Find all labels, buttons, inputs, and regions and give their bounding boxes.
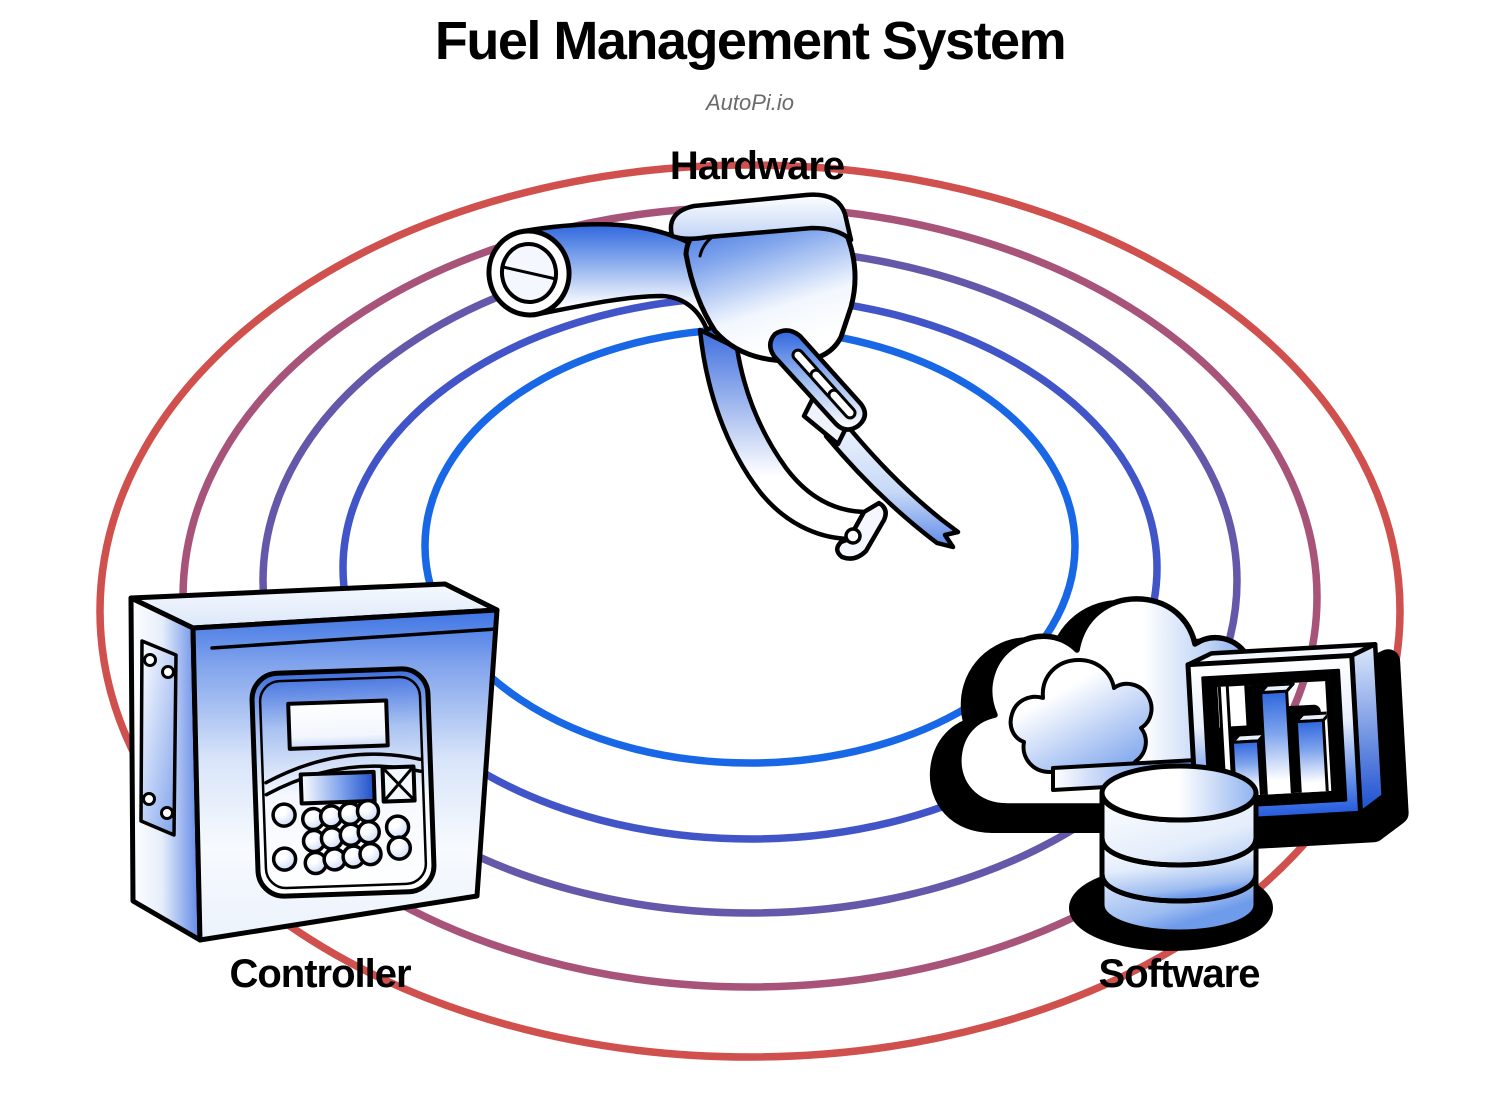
controller-cancel-button <box>380 764 417 804</box>
ring-1-outer <box>96 161 1404 1061</box>
controller-keypad-panel <box>249 666 437 899</box>
nozzle-guard-hook <box>835 500 888 561</box>
brand-subtitle: AutoPi.io <box>705 90 795 115</box>
label-software: Software <box>1098 952 1261 996</box>
controller-mount-bracket <box>139 639 178 837</box>
nozzle-spout-opening <box>486 228 572 318</box>
inner-cloud-outline <box>1008 658 1154 774</box>
software-illustration <box>100 165 1400 951</box>
nozzle-lever <box>768 328 868 432</box>
label-controller: Controller <box>229 952 411 996</box>
fuel-nozzle-illustration <box>486 192 961 561</box>
controller-small-display <box>298 769 377 806</box>
nozzle-hose <box>823 409 961 550</box>
controller-keypad-keys <box>271 798 413 876</box>
label-hardware: Hardware <box>669 144 845 188</box>
page-title: Fuel Management System <box>434 11 1067 71</box>
controller-display <box>286 698 390 751</box>
nozzle-cap <box>668 192 854 243</box>
database-icon <box>1099 763 1259 935</box>
controller-illustration <box>128 581 500 943</box>
